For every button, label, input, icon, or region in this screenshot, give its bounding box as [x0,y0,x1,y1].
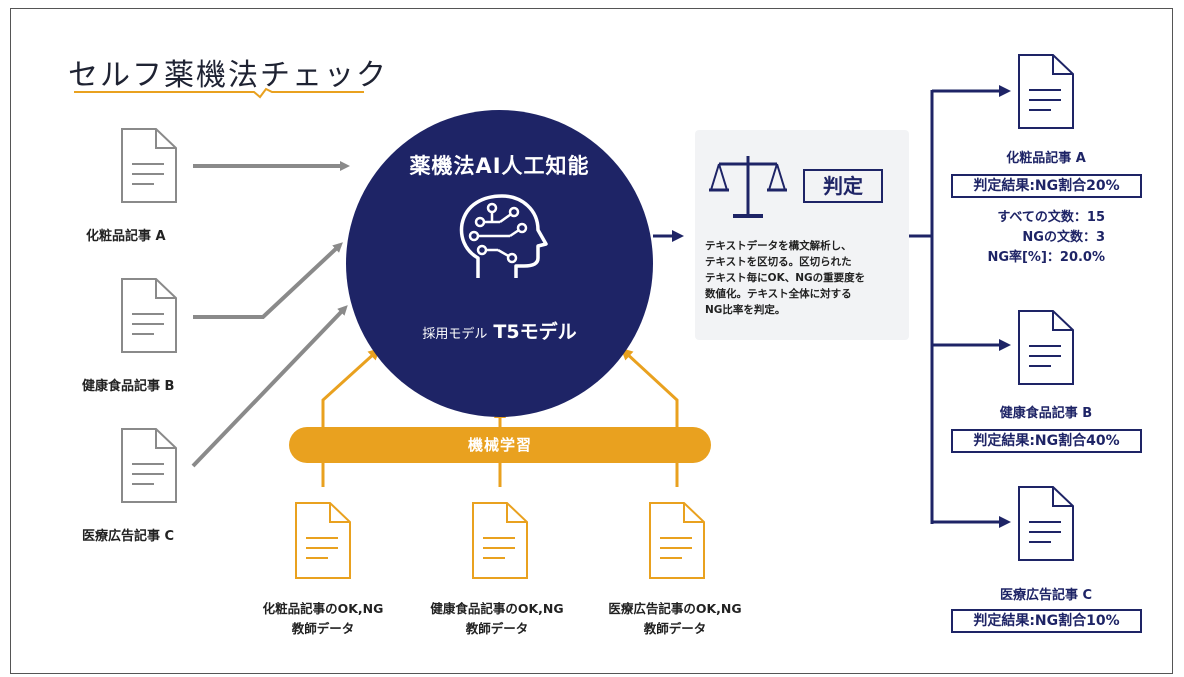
title-underline [74,87,364,99]
scales-icon [709,156,787,218]
stat-total-sentences: すべての文数：15 [997,210,1105,225]
model-name: T5モデル [493,321,577,343]
document-icon [649,502,705,579]
output-title-a: 化粧品記事 A [1006,151,1086,166]
desc-line: テキストデータを構文解析し、 [705,240,852,252]
teacher-line1: 医療広告記事のOK,NG [608,601,742,616]
result-badge-b: 判定結果:NG割合40% [951,429,1142,453]
machine-learning-bar: 機械学習 [289,427,711,463]
teacher-data-label-c: 医療広告記事のOK,NG 教師データ [590,599,760,639]
output-title-c: 医療広告記事 C [999,588,1093,603]
teacher-line1: 化粧品記事のOK,NG [262,601,384,616]
document-icon [1018,486,1074,561]
desc-line: 数値化。テキスト全体に対する [705,288,852,300]
document-icon [121,428,177,503]
ai-brain-head-icon [459,194,548,278]
document-icon [472,502,528,579]
page-title: セルフ薬機法チェック [68,58,388,93]
frame-border [10,8,1173,674]
stats-block: すべての文数：15 NGの文数：3 NG率[%]：20.0% [955,208,1105,268]
teacher-data-label-a: 化粧品記事のOK,NG 教師データ [238,599,408,639]
stat-ng-sentences: NGの文数：3 [1022,230,1105,245]
teacher-line1: 健康食品記事のOK,NG [430,601,564,616]
document-icon [121,278,177,353]
desc-line: NG比率を判定。 [705,304,786,316]
judgement-label: 判定 [803,169,883,203]
output-title-b: 健康食品記事 B [999,406,1093,421]
result-badge-a: 判定結果:NG割合20% [951,174,1142,198]
document-icon [1018,310,1074,385]
teacher-data-label-b: 健康食品記事のOK,NG 教師データ [412,599,582,639]
document-icon [121,128,177,203]
desc-line: テキストを区切る。区切られた [705,256,852,268]
model-caption: 採用モデル T5モデル [346,317,653,344]
ai-title: 薬機法AI人工知能 [409,154,590,178]
model-prefix: 採用モデル [422,327,488,342]
input-label-c: 医療広告記事 C [82,529,175,544]
desc-line: テキスト毎にOK、NGの重要度を [705,272,866,284]
document-icon [1018,54,1074,129]
judgement-description: テキストデータを構文解析し、 テキストを区切る。区切られた テキスト毎にOK、N… [705,238,905,318]
result-badge-c: 判定結果:NG割合10% [951,609,1142,633]
input-label-a: 化粧品記事 A [86,229,166,244]
input-label-b: 健康食品記事 B [82,379,175,394]
teacher-line2: 教師データ [643,621,707,636]
document-icon [295,502,351,579]
teacher-line2: 教師データ [465,621,529,636]
teacher-line2: 教師データ [291,621,355,636]
stat-ng-rate: NG率[%]：20.0% [987,250,1105,265]
ai-circle [346,110,653,417]
